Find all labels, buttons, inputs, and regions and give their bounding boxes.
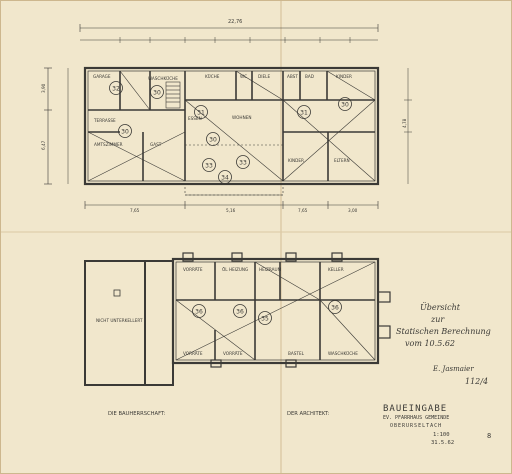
marker-circle: 30 [118, 124, 132, 138]
room-amtszimmer-label: AMTSZIMMER [94, 142, 123, 147]
note-line-3: Statischen Berechnung [396, 327, 491, 336]
marker-circle: 36 [328, 300, 342, 314]
upper-floor-labels: 22,76 GARAGE WASCHKÜCHE KÜCHE WC DIELE A… [41, 19, 407, 213]
dim-left-2: 6,47 [41, 140, 46, 150]
room-wc-label: WC [240, 74, 247, 79]
svg-text:31: 31 [300, 110, 308, 117]
room-waschkueche-label: WASCHKÜCHE [148, 76, 178, 81]
svg-text:30: 30 [209, 137, 217, 144]
svg-text:30: 30 [341, 102, 349, 109]
room-gast-label: GAST [150, 142, 162, 147]
room-abst-label: ABST [287, 74, 298, 79]
title-line-1: BAUEINGABE [383, 404, 447, 414]
marker-circle: 31 [194, 105, 208, 119]
marker-circle: 30 [338, 97, 352, 111]
marker-circle: 36 [233, 304, 247, 318]
svg-text:36: 36 [195, 309, 203, 316]
dim-bottom-4: 3,00 [348, 208, 358, 213]
room-bad-label: BAD [305, 74, 314, 79]
marker-circle: 31 [297, 105, 311, 119]
dim-left-3: 4,78 [402, 118, 407, 128]
title-date: 31.5.62 [431, 440, 454, 446]
marker-circle: 36 [192, 304, 206, 318]
room-garage-label: GARAGE [93, 74, 111, 79]
upper-floor-markers: 32 30 31 30 31 30 30 33 33 34 [109, 81, 352, 184]
svg-text:34: 34 [221, 175, 229, 182]
svg-text:35: 35 [261, 316, 269, 323]
room-heizraum-label: HEIZRAUM [259, 267, 282, 272]
upper-floor-plan [44, 24, 412, 209]
svg-text:36: 36 [331, 305, 339, 312]
svg-text:31: 31 [197, 110, 205, 117]
title-block: BAUEINGABE EV. PFARRHAUS GEMEINDE OBERUR… [383, 404, 491, 446]
note-line-1: Übersicht [420, 303, 461, 312]
room-vorrat-label-3: VORRÄTE [223, 351, 243, 356]
note-sheet-ref: 112/4 [465, 377, 488, 386]
owner-signature-label: DIE BAUHERRSCHAFT: [108, 411, 166, 417]
lower-floor-labels: VORRÄTE ÖL HEIZUNG HEIZRAUM KELLER NICHT… [96, 267, 358, 356]
note-line-2: zur [430, 315, 445, 324]
room-kinder-label-2: KINDER [288, 158, 304, 163]
svg-text:30: 30 [153, 90, 161, 97]
architect-signature-label: DER ARCHITEKT: [287, 411, 330, 417]
room-diele-label: DIELE [258, 74, 270, 79]
room-nicht-unterkellert-label: NICHT UNTERKELLERT [96, 318, 143, 323]
room-essen-label: ESSEN [188, 116, 202, 121]
svg-text:30: 30 [121, 129, 129, 136]
room-waschkueche-k-label: WASCHKÜCHE [328, 351, 358, 356]
svg-text:32: 32 [112, 86, 120, 93]
note-line-4: vom 10.5.62 [405, 339, 455, 348]
room-bastel-label: BASTEL [288, 351, 305, 356]
dim-bottom-3: 7,65 [298, 208, 308, 213]
marker-circle: 33 [236, 155, 250, 169]
svg-text:36: 36 [236, 309, 244, 316]
title-number: 8 [487, 432, 491, 440]
marker-circle: 35 [258, 311, 272, 325]
room-wohnen-label: WOHNEN [232, 115, 252, 120]
marker-circle: 34 [218, 170, 232, 184]
marker-circle: 30 [206, 132, 220, 146]
lower-floor-plan [84, 252, 391, 386]
room-vorrat-label-2: VORRÄTE [183, 351, 203, 356]
room-eltern-label: ELTERN [334, 158, 350, 163]
svg-text:33: 33 [239, 160, 247, 167]
room-kinder-label-1: KINDER [336, 74, 352, 79]
dim-overall: 22,76 [228, 19, 242, 25]
room-keller-label: KELLER [328, 267, 344, 272]
title-line-3: OBERURSELTACH [390, 423, 442, 429]
marker-circle: 30 [150, 85, 164, 99]
title-line-2: EV. PFARRHAUS GEMEINDE [383, 415, 449, 421]
room-vorrat-label-1: VORRÄTE [183, 267, 203, 272]
dim-bottom-2: 5,16 [226, 208, 236, 213]
room-kueche-label: KÜCHE [205, 74, 220, 79]
marker-circle: 32 [109, 81, 123, 95]
dim-bottom-1: 7,65 [130, 208, 140, 213]
lower-floor-markers: 36 35 36 36 [192, 300, 342, 325]
room-terrasse-label: TERRASSE [93, 118, 116, 123]
svg-text:33: 33 [205, 163, 213, 170]
marker-circle: 33 [202, 158, 216, 172]
static-calculation-note: Übersicht zur Statischen Berechnung vom … [396, 303, 491, 386]
room-oelheizung-label: ÖL HEIZUNG [222, 267, 248, 272]
note-signature: E. Jasmaier [432, 365, 474, 373]
dim-left-1: 3,90 [41, 83, 46, 93]
title-scale: 1:100 [433, 432, 450, 438]
